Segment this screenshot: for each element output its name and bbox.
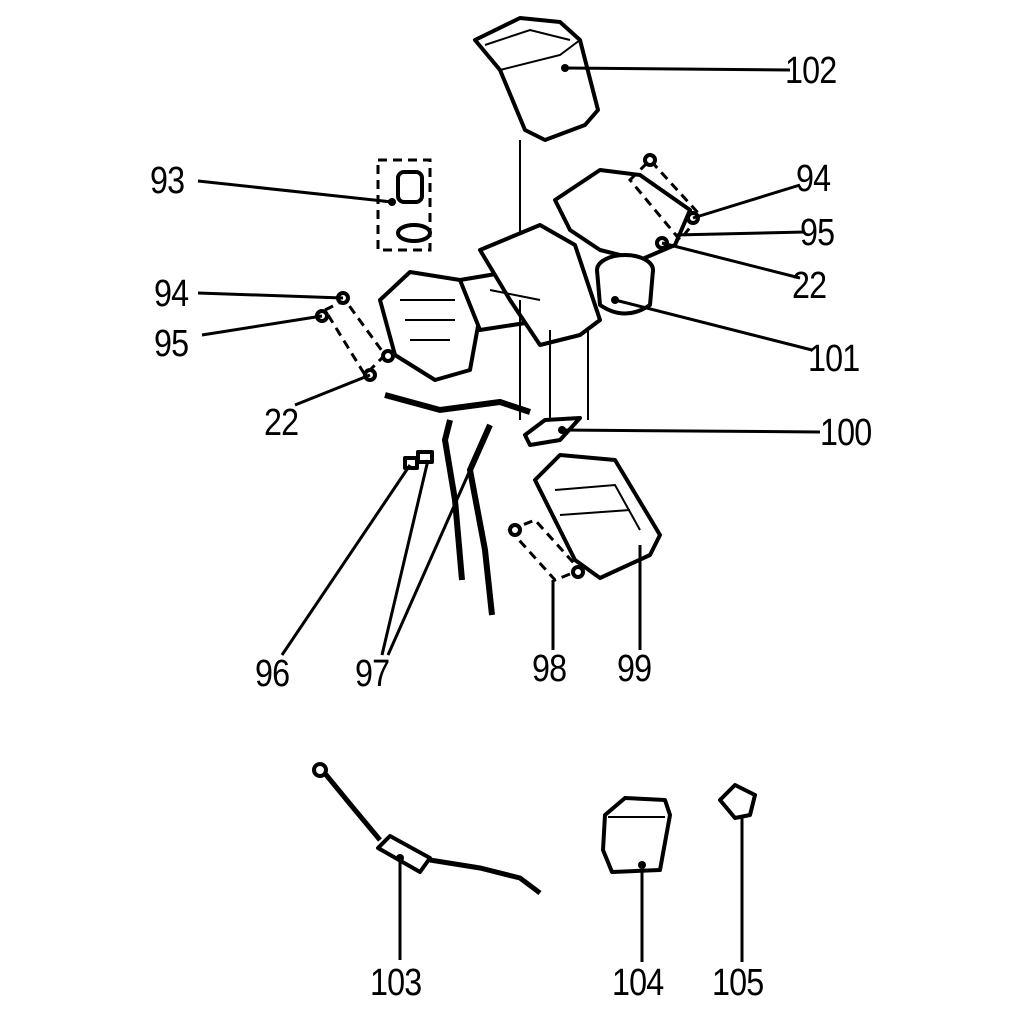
callout-102: 102 xyxy=(785,50,837,92)
part-93-bushing xyxy=(376,158,432,252)
part-104-module xyxy=(601,796,672,874)
callout-101: 101 xyxy=(808,338,860,380)
callout-96: 96 xyxy=(255,653,290,695)
callout-95-right: 95 xyxy=(800,212,835,254)
callout-105: 105 xyxy=(712,962,764,1004)
part-99-bracket xyxy=(507,453,662,582)
leader-lines xyxy=(197,64,821,962)
callout-22-left: 22 xyxy=(264,402,299,444)
part-102-cover xyxy=(473,16,600,142)
callout-22-right: 22 xyxy=(792,265,827,307)
part-105-relay xyxy=(718,783,757,820)
callout-93: 93 xyxy=(150,160,185,202)
callout-94-left: 94 xyxy=(154,273,189,315)
callout-103: 103 xyxy=(370,962,422,1004)
callout-95-left: 95 xyxy=(154,323,189,365)
part-screws-right xyxy=(627,153,702,250)
callout-98: 98 xyxy=(532,648,567,690)
part-96-97-wiring xyxy=(384,392,531,616)
callout-97: 97 xyxy=(355,653,390,695)
callout-104: 104 xyxy=(612,962,664,1004)
part-main-housing xyxy=(378,168,692,382)
callout-100: 100 xyxy=(820,412,872,454)
callout-94-right: 94 xyxy=(796,158,831,200)
callout-99: 99 xyxy=(617,648,652,690)
part-103-harness xyxy=(312,762,542,895)
